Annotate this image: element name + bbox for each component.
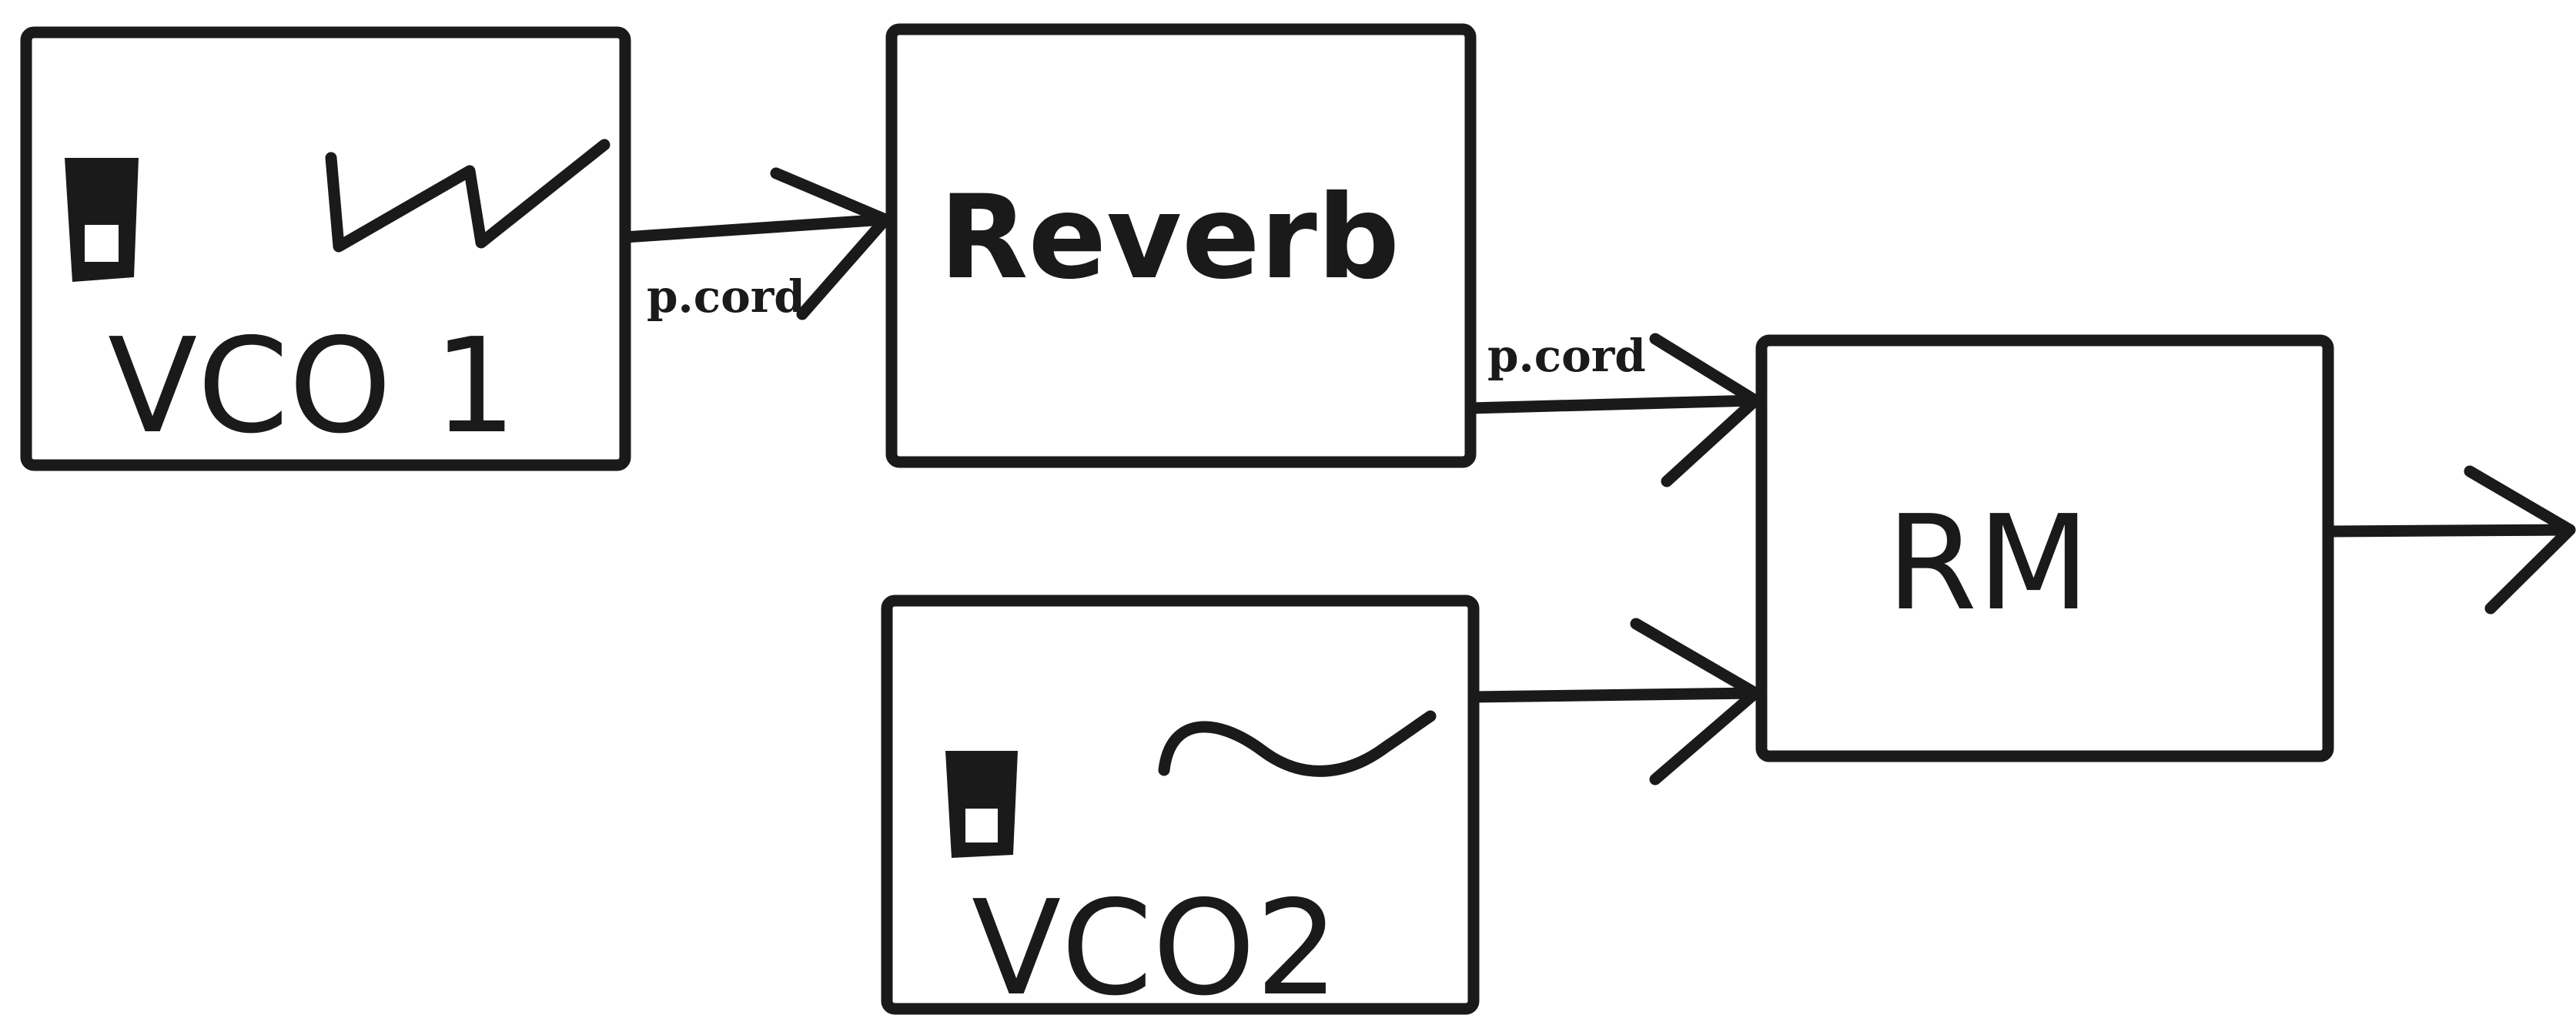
rm-block: RM xyxy=(1755,334,2334,762)
patch-cord-label: p.cord xyxy=(647,270,805,323)
reverb-block: Reverb xyxy=(885,23,1477,468)
sine-wave-icon xyxy=(1158,710,1437,777)
vco2-jack-icon xyxy=(945,751,1018,858)
arrowhead-icon xyxy=(1630,618,1761,786)
reverb-label: Reverb xyxy=(939,171,1400,305)
patch-cord-label: p.cord xyxy=(1487,330,1646,382)
wire xyxy=(1464,394,1761,414)
connection-vco1-reverb: p.cord xyxy=(619,167,892,323)
wire xyxy=(619,213,892,243)
rm-box xyxy=(1755,334,2334,762)
vco1-block: VCO 1 xyxy=(20,26,631,471)
connection-vco2-rm xyxy=(1467,618,1761,786)
arrowhead-icon xyxy=(770,167,892,320)
vco2-box xyxy=(881,595,1480,1015)
wire xyxy=(2322,524,2576,538)
vco1-box xyxy=(20,26,631,471)
vco2-label: VCO2 xyxy=(972,873,1339,1015)
arrowhead-icon xyxy=(2464,465,2576,615)
reverb-box xyxy=(885,23,1477,468)
rm-label: RM xyxy=(1886,487,2090,640)
sawtooth-wave-icon xyxy=(325,139,611,253)
arrowhead-icon xyxy=(1649,333,1761,487)
vco1-jack-icon xyxy=(65,158,139,282)
wire xyxy=(1467,687,1761,703)
connection-reverb-rm: p.cord xyxy=(1464,330,1761,487)
rm-output xyxy=(2322,465,2576,615)
vco1-label: VCO 1 xyxy=(108,310,517,463)
vco2-block: VCO2 xyxy=(881,595,1480,1015)
